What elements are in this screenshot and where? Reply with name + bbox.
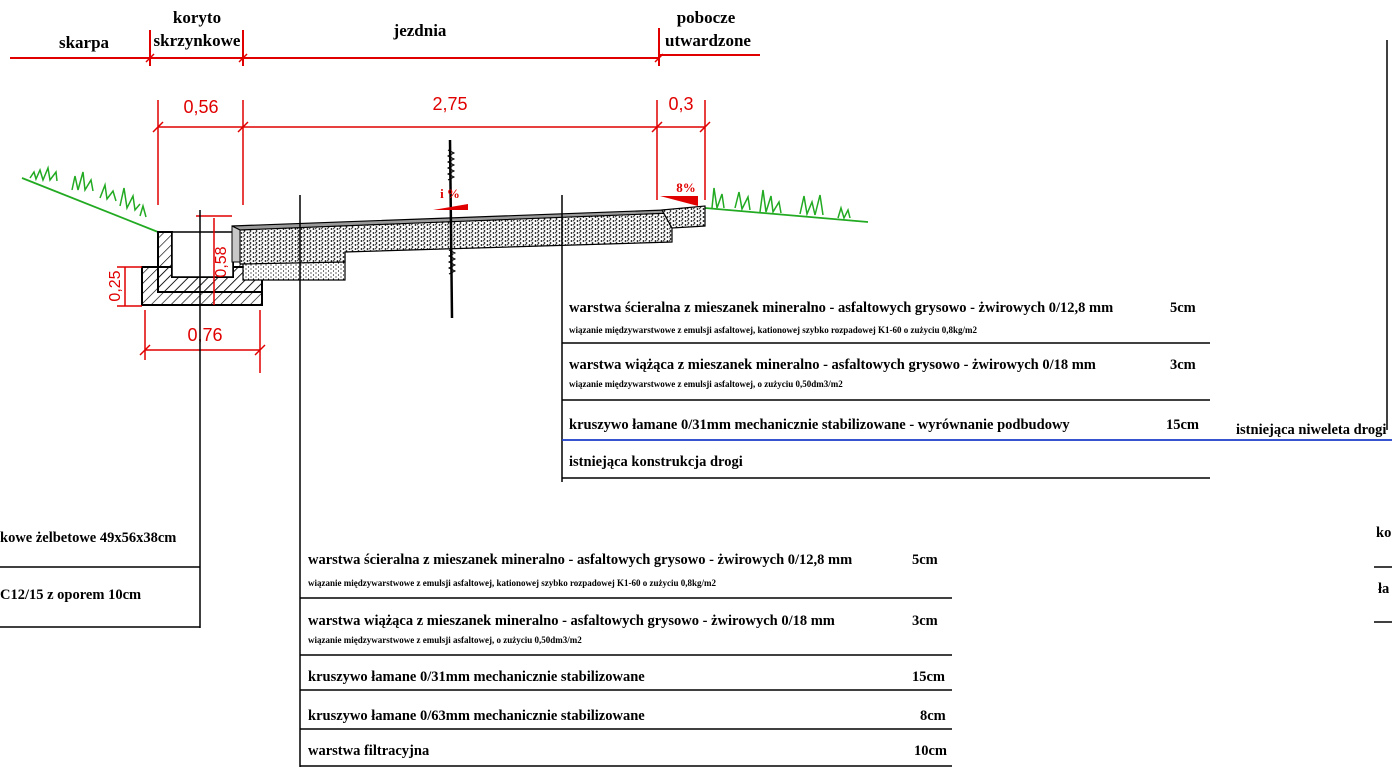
existing-row4-text: istniejąca konstrukcja drogi bbox=[569, 454, 743, 470]
dim-jezdnia-width: 2,75 bbox=[432, 94, 467, 114]
right-fragments: ko ła bbox=[1374, 40, 1392, 623]
slope-shoulder: 8% bbox=[676, 180, 696, 195]
table-channel: kowe żelbetowe 49x56x38cm C12/15 z opore… bbox=[0, 530, 200, 628]
zone-pobocze-line1: pobocze bbox=[677, 8, 736, 27]
slope-markers bbox=[433, 196, 698, 210]
pavement-layers bbox=[231, 139, 706, 319]
channel-element bbox=[141, 231, 263, 306]
existing-row3-text: kruszywo łamane 0/31mm mechanicznie stab… bbox=[569, 417, 1070, 433]
channel-row2-text: C12/15 z oporem 10cm bbox=[0, 587, 141, 603]
existing-row1-thickness: 5cm bbox=[1170, 300, 1196, 316]
zone-koryto-line2: skrzynkowe bbox=[154, 31, 241, 50]
zone-jezdnia: jezdnia bbox=[393, 21, 447, 40]
dim-koryto-width: 0,56 bbox=[183, 97, 218, 117]
new-row4-text: kruszywo łamane 0/63mm mechanicznie stab… bbox=[308, 708, 645, 724]
new-row5-thickness: 10cm bbox=[914, 743, 947, 759]
dim-base-height: 0,25 bbox=[107, 270, 124, 301]
dim-base-width: 0,76 bbox=[187, 325, 222, 345]
channel-row1-text: kowe żelbetowe 49x56x38cm bbox=[0, 530, 176, 546]
existing-row1-sub: wiązanie międzywarstwowe z emulsji asfal… bbox=[569, 325, 978, 335]
zone-skarpa: skarpa bbox=[59, 33, 110, 52]
existing-row2-text: warstwa wiążąca z mieszanek mineralno - … bbox=[569, 357, 1096, 373]
top-dimension bbox=[152, 100, 711, 205]
ground-right bbox=[704, 187, 869, 223]
new-row1-text: warstwa ścieralna z mieszanek mineralno … bbox=[308, 552, 852, 568]
slope-road: i % bbox=[440, 186, 460, 201]
existing-row2-sub: wiązanie międzywarstwowe z emulsji asfal… bbox=[569, 379, 843, 389]
existing-row1-text: warstwa ścieralna z mieszanek mineralno … bbox=[569, 300, 1113, 316]
new-row1-thickness: 5cm bbox=[912, 552, 938, 568]
zone-pobocze-line2: utwardzone bbox=[665, 31, 751, 50]
ground-left bbox=[21, 165, 159, 233]
dim-pobocze-width: 0,3 bbox=[668, 94, 693, 114]
zone-koryto-line1: koryto bbox=[173, 8, 221, 27]
existing-row3-thickness: 15cm bbox=[1166, 417, 1199, 433]
fragment-la: ła bbox=[1378, 581, 1390, 597]
new-row2-thickness: 3cm bbox=[912, 613, 938, 629]
new-row2-sub: wiązanie międzywarstwowe z emulsji asfal… bbox=[308, 635, 582, 645]
zone-header: skarpa koryto skrzynkowe jezdnia pobocze… bbox=[10, 8, 760, 66]
table-existing: warstwa ścieralna z mieszanek mineralno … bbox=[562, 300, 1392, 479]
new-row1-sub: wiązanie międzywarstwowe z emulsji asfal… bbox=[308, 578, 717, 588]
new-row3-text: kruszywo łamane 0/31mm mechanicznie stab… bbox=[308, 669, 645, 685]
channel-dimensions bbox=[117, 215, 266, 373]
existing-row2-thickness: 3cm bbox=[1170, 357, 1196, 373]
new-row4-thickness: 8cm bbox=[920, 708, 946, 724]
leader-lines bbox=[199, 195, 563, 767]
new-row3-thickness: 15cm bbox=[912, 669, 945, 685]
dim-koryto-height: 0,58 bbox=[213, 246, 230, 277]
new-row2-text: warstwa wiążąca z mieszanek mineralno - … bbox=[308, 613, 835, 629]
new-row5-text: warstwa filtracyjna bbox=[308, 743, 430, 759]
existing-niveleta: istniejąca niweleta drogi bbox=[1236, 422, 1386, 438]
fragment-ko: ko bbox=[1376, 525, 1391, 541]
table-new: warstwa ścieralna z mieszanek mineralno … bbox=[300, 552, 952, 767]
